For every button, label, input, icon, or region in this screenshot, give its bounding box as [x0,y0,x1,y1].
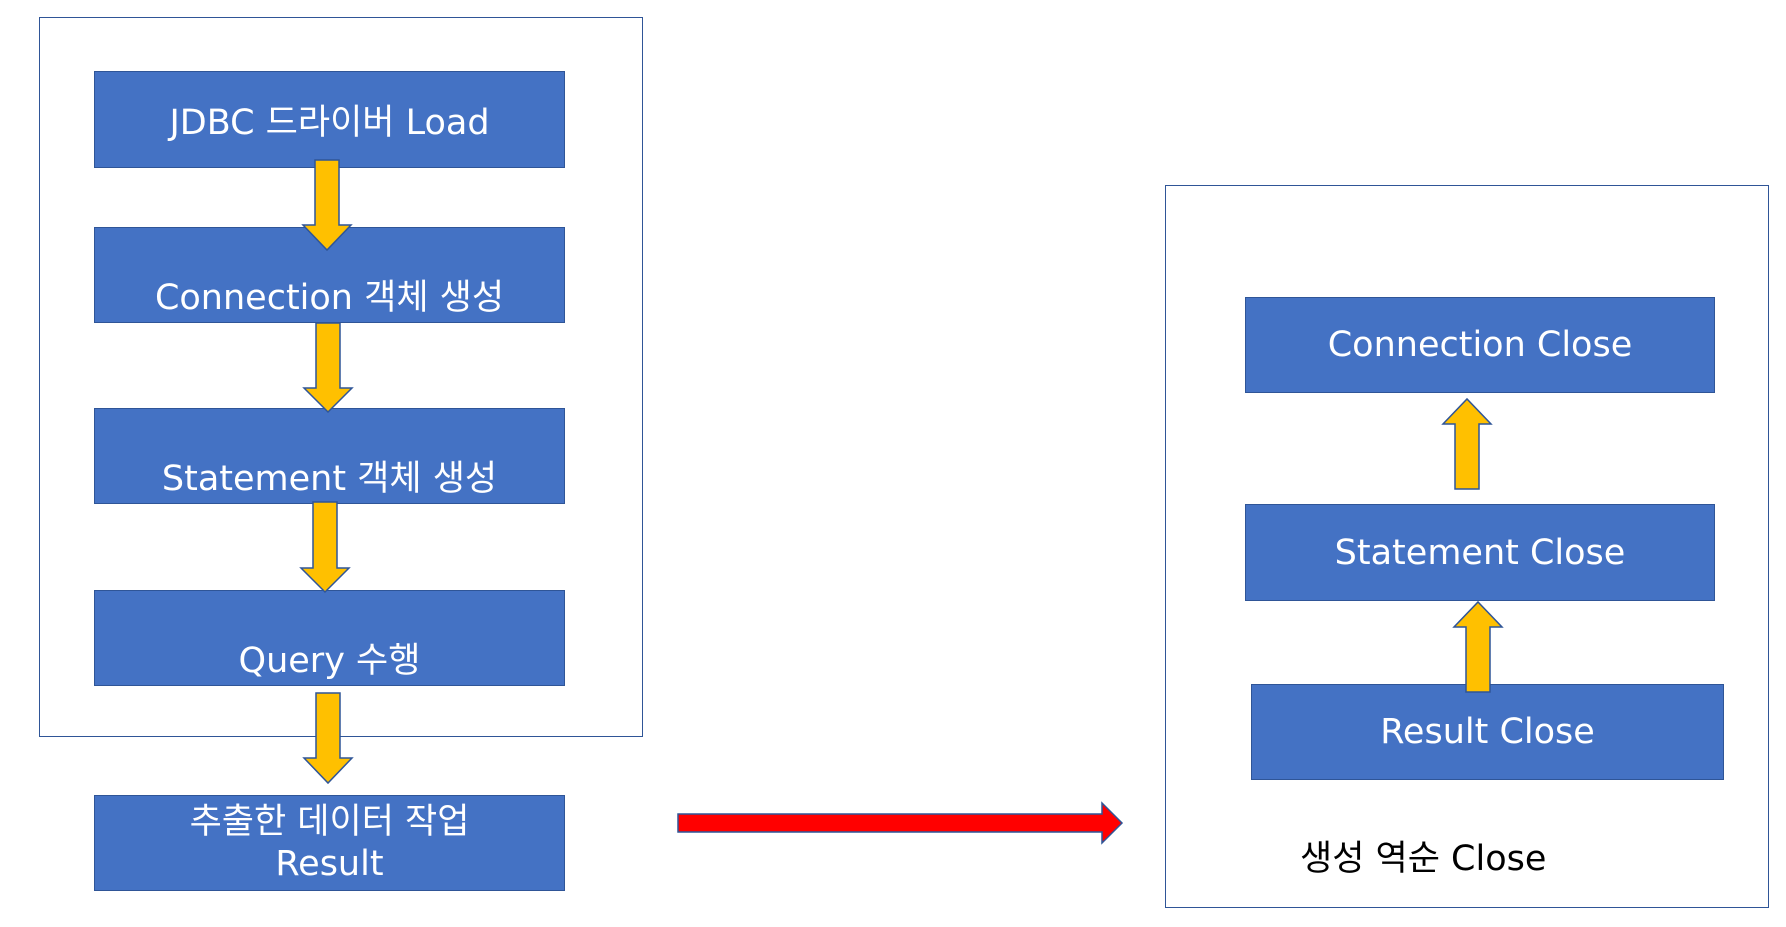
step-label: Connection 객체 생성 [154,278,505,318]
step-label-line2: Result [275,844,384,884]
down-arrow-icon [302,692,354,785]
down-arrow-icon [301,159,353,252]
step-connection-close: Connection Close [1245,297,1715,393]
step-label: Connection Close [1327,325,1633,365]
down-arrow-icon [302,322,354,414]
step-statement-close: Statement Close [1245,504,1715,601]
down-arrow-icon [299,501,351,594]
step-execute-query: Query 수행 [94,590,565,686]
close-order-caption: 생성 역순 Close [1300,839,1547,879]
right-arrow-icon [677,801,1124,845]
step-label: Statement 객체 생성 [161,459,498,499]
step-label: Query 수행 [238,641,421,681]
step-label: Result Close [1380,712,1595,752]
up-arrow-icon [1452,600,1504,693]
step-create-connection: Connection 객체 생성 [94,227,565,323]
step-label: JDBC 드라이버 Load [169,103,490,143]
up-arrow-icon [1441,397,1493,490]
step-label-line1: 추출한 데이터 작업 [189,802,470,842]
step-process-result: 추출한 데이터 작업 Result [94,795,565,891]
step-label: Statement Close [1334,532,1626,573]
step-result-close: Result Close [1251,684,1724,780]
step-create-statement: Statement 객체 생성 [94,408,565,504]
